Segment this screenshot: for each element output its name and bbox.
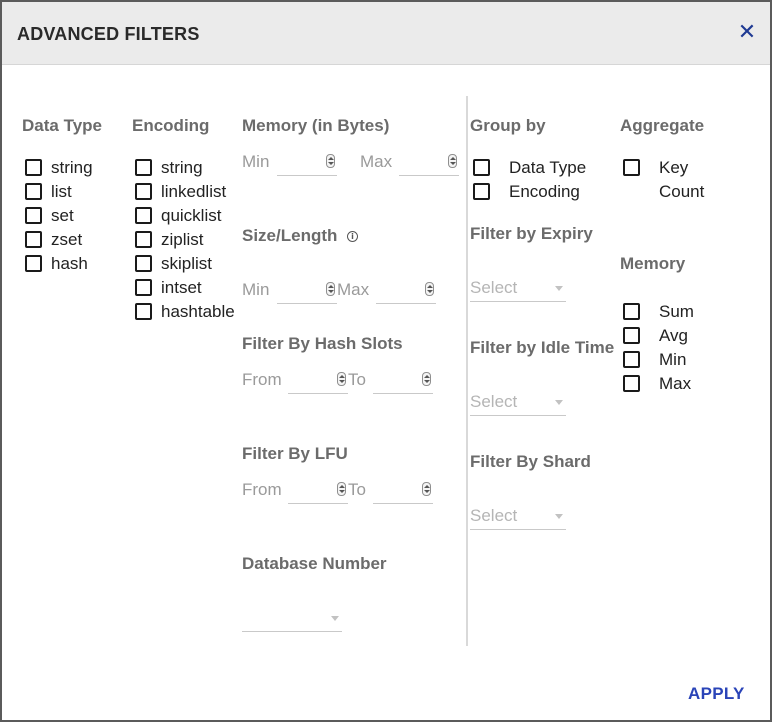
idle-time-placeholder: Select <box>470 392 518 411</box>
memory-avg-checkbox[interactable] <box>623 327 640 344</box>
memory-max-input[interactable] <box>399 152 459 176</box>
database-number-heading: Database Number <box>242 554 387 573</box>
lfu-from-input[interactable] <box>288 480 348 504</box>
data-type-hash-label: hash <box>51 254 88 273</box>
aggregate-key-label: Key <box>659 158 689 177</box>
info-icon[interactable]: i <box>347 231 358 242</box>
memory-sum-checkbox[interactable] <box>623 303 640 320</box>
encoding-hashtable-checkbox[interactable] <box>135 303 152 320</box>
shard-heading: Filter By Shard <box>470 452 591 471</box>
dialog-header: ADVANCED FILTERS ✕ <box>2 2 770 65</box>
memory-agg-heading: Memory <box>620 254 686 273</box>
close-icon[interactable]: ✕ <box>737 19 757 44</box>
encoding-string-label: string <box>161 158 203 177</box>
encoding-skiplist-checkbox[interactable] <box>135 255 152 272</box>
memory-min-agg-label: Min <box>659 350 687 369</box>
group-by-encoding-checkbox[interactable] <box>473 183 490 200</box>
memory-sum-label: Sum <box>659 302 694 321</box>
hash-slots-from-input[interactable] <box>288 370 348 394</box>
lfu-to-input[interactable] <box>373 480 433 504</box>
encoding-linkedlist-checkbox[interactable] <box>135 183 152 200</box>
data-type-hash-checkbox[interactable] <box>25 255 42 272</box>
memory-min-checkbox[interactable] <box>623 351 640 368</box>
encoding-quicklist-checkbox[interactable] <box>135 207 152 224</box>
lfu-heading: Filter By LFU <box>242 444 348 463</box>
chevron-down-icon <box>555 400 563 405</box>
size-min-spinner-icon[interactable] <box>326 282 335 296</box>
dialog-title: ADVANCED FILTERS <box>17 24 200 44</box>
aggregate-key-count-checkbox[interactable] <box>623 159 640 176</box>
expiry-placeholder: Select <box>470 278 518 297</box>
aggregate-count-label: Count <box>659 182 705 201</box>
chevron-down-icon <box>555 514 563 519</box>
memory-max-agg-label: Max <box>659 374 692 393</box>
data-type-zset-label: zset <box>51 230 83 249</box>
lfu-to-label: To <box>348 480 366 499</box>
database-number-select[interactable] <box>242 606 342 632</box>
idle-time-heading: Filter by Idle Time <box>470 338 615 357</box>
data-type-heading: Data Type <box>22 116 102 135</box>
hash-slots-to-input[interactable] <box>373 370 433 394</box>
hash-slots-from-label: From <box>242 370 282 389</box>
lfu-from-spinner-icon[interactable] <box>337 482 346 496</box>
data-type-list-checkbox[interactable] <box>25 183 42 200</box>
lfu-to-spinner-icon[interactable] <box>422 482 431 496</box>
lfu-from-label: From <box>242 480 282 499</box>
idle-time-select[interactable]: Select <box>470 390 566 416</box>
memory-min-spinner-icon[interactable] <box>326 154 335 168</box>
encoding-ziplist-label: ziplist <box>161 230 204 249</box>
encoding-intset-checkbox[interactable] <box>135 279 152 296</box>
apply-button[interactable]: APPLY <box>688 684 745 703</box>
data-type-set-label: set <box>51 206 74 225</box>
hash-slots-heading: Filter By Hash Slots <box>242 334 403 353</box>
size-length-heading: Size/Length <box>242 226 338 245</box>
data-type-string-checkbox[interactable] <box>25 159 42 176</box>
hash-slots-to-label: To <box>348 370 366 389</box>
expiry-select[interactable]: Select <box>470 276 566 302</box>
size-min-input[interactable] <box>277 280 337 304</box>
aggregate-heading: Aggregate <box>620 116 705 135</box>
memory-bytes-heading: Memory (in Bytes) <box>242 116 390 135</box>
encoding-linkedlist-label: linkedlist <box>161 182 227 201</box>
encoding-intset-label: intset <box>161 278 202 297</box>
data-type-list-label: list <box>51 182 72 201</box>
hash-slots-to-spinner-icon[interactable] <box>422 372 431 386</box>
column-divider <box>466 96 468 646</box>
encoding-hashtable-label: hashtable <box>161 302 235 321</box>
encoding-quicklist-label: quicklist <box>161 206 222 225</box>
shard-select[interactable]: Select <box>470 504 566 530</box>
size-max-label: Max <box>337 280 370 299</box>
expiry-heading: Filter by Expiry <box>470 224 593 243</box>
chevron-down-icon <box>331 616 339 621</box>
encoding-string-checkbox[interactable] <box>135 159 152 176</box>
memory-max-label: Max <box>360 152 393 171</box>
data-type-zset-checkbox[interactable] <box>25 231 42 248</box>
size-max-spinner-icon[interactable] <box>425 282 434 296</box>
memory-max-spinner-icon[interactable] <box>448 154 457 168</box>
group-by-data-type-checkbox[interactable] <box>473 159 490 176</box>
memory-max-checkbox[interactable] <box>623 375 640 392</box>
memory-avg-label: Avg <box>659 326 688 345</box>
size-max-input[interactable] <box>376 280 436 304</box>
shard-placeholder: Select <box>470 506 518 525</box>
data-type-set-checkbox[interactable] <box>25 207 42 224</box>
memory-min-label: Min <box>242 152 270 171</box>
data-type-string-label: string <box>51 158 93 177</box>
encoding-ziplist-checkbox[interactable] <box>135 231 152 248</box>
size-min-label: Min <box>242 280 270 299</box>
encoding-skiplist-label: skiplist <box>161 254 213 273</box>
group-by-heading: Group by <box>470 116 546 135</box>
memory-min-input[interactable] <box>277 152 337 176</box>
group-by-data-type-label: Data Type <box>509 158 587 177</box>
chevron-down-icon <box>555 286 563 291</box>
encoding-heading: Encoding <box>132 116 210 135</box>
hash-slots-from-spinner-icon[interactable] <box>337 372 346 386</box>
group-by-encoding-label: Encoding <box>509 182 580 201</box>
